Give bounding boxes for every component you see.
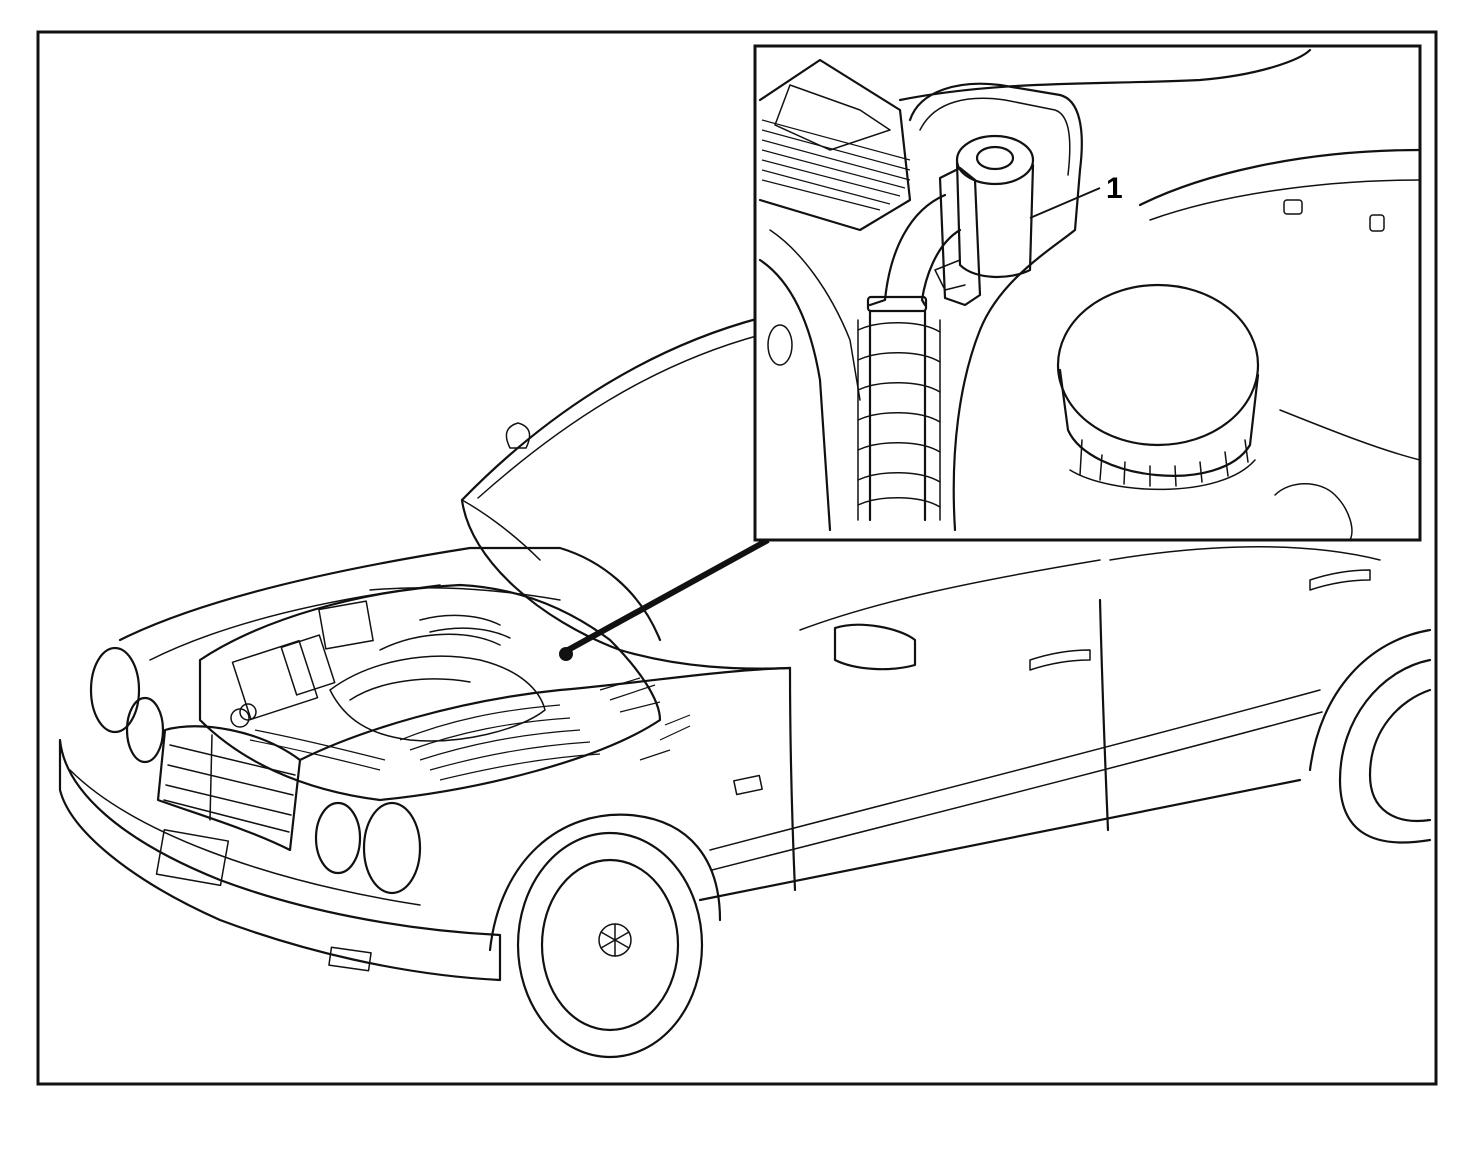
door-handle-rear xyxy=(1309,569,1371,591)
sensor-cable-outer xyxy=(868,193,947,307)
wire-harness xyxy=(419,614,511,639)
headlight-right-outer xyxy=(362,801,422,895)
rear-wheel xyxy=(1308,628,1432,844)
front-wheel-arch xyxy=(488,813,722,952)
reservoir-cap xyxy=(1056,283,1260,491)
rear-wheel-arch xyxy=(1308,628,1432,772)
door-handle-front xyxy=(1029,649,1091,671)
hood-outline xyxy=(118,546,662,642)
front-grille xyxy=(156,708,302,852)
engine-cover xyxy=(349,678,471,701)
corrugated-ribs xyxy=(857,322,941,508)
outer-frame xyxy=(36,30,1438,1086)
leader-dot xyxy=(559,647,573,661)
grille-bar-2 xyxy=(167,764,294,796)
inset-reservoir xyxy=(908,82,1083,532)
inset-ribbed-top xyxy=(774,84,891,151)
front-spokes xyxy=(600,923,630,957)
leader-line xyxy=(566,537,770,653)
engine-detail-lines xyxy=(599,677,691,761)
sensor-top-ring xyxy=(975,145,1015,171)
front-fender xyxy=(298,666,792,762)
window-line-front xyxy=(799,559,1101,631)
fog-light xyxy=(328,946,372,972)
oil-cap xyxy=(239,703,257,721)
inset-body-panel-top xyxy=(898,48,1312,102)
inset-ribs xyxy=(761,119,911,211)
valve-cover xyxy=(379,633,501,651)
hoses-cluster xyxy=(399,704,601,781)
connector-latch xyxy=(934,259,966,291)
fuse-box xyxy=(280,634,336,696)
front-tire xyxy=(516,831,704,1059)
bumper-strip xyxy=(69,769,421,906)
a-pillar xyxy=(461,499,541,561)
headlight-right-inner xyxy=(314,801,362,875)
corrugated-sides xyxy=(857,319,941,521)
sensor-body xyxy=(955,160,1035,279)
detail-inset: 1 xyxy=(753,44,1422,542)
license-plate xyxy=(155,829,230,887)
inset-bracket-lower xyxy=(1279,409,1421,461)
headlight-left-outer xyxy=(89,646,141,734)
side-molding-lower xyxy=(711,711,1323,871)
inset-ribbed-module xyxy=(758,58,912,232)
b-pillar xyxy=(1098,598,1110,832)
front-bumper xyxy=(58,738,502,982)
engine-bay xyxy=(198,583,691,802)
roof-line xyxy=(460,316,762,502)
side-marker-light xyxy=(733,774,763,796)
rear-tire xyxy=(1338,658,1432,844)
inset-body-panel-right-2 xyxy=(1149,179,1421,221)
callout-label-1: 1 xyxy=(1106,172,1123,205)
grille-frame xyxy=(156,725,302,852)
cap-knurl xyxy=(1079,439,1249,487)
inset-knob xyxy=(1274,483,1353,541)
grille-bar-4 xyxy=(163,799,290,833)
windshield-base xyxy=(460,498,792,670)
inset-wall-hole xyxy=(767,324,793,366)
sensor-cable-inner xyxy=(920,228,962,307)
grille-bar-1 xyxy=(169,744,296,776)
battery xyxy=(318,600,374,650)
side-molding xyxy=(709,689,1321,851)
sensor-top xyxy=(955,134,1035,186)
grille-bar-3 xyxy=(165,784,292,816)
cap-bottom xyxy=(1069,459,1256,491)
radiator-hoses xyxy=(249,729,386,771)
hood-edge-front xyxy=(149,584,441,661)
side-mirror xyxy=(833,623,917,671)
wiper-mount xyxy=(505,422,531,449)
connector-housing xyxy=(938,166,982,307)
window-line-rear xyxy=(1109,546,1381,561)
front-wheel xyxy=(488,813,722,1059)
inset-frame xyxy=(753,44,1422,542)
sensor-connector xyxy=(934,134,1035,307)
engine-bay-rim xyxy=(198,583,662,802)
rear-rim xyxy=(1368,688,1432,822)
headlights xyxy=(89,646,422,895)
inset-small-part-a xyxy=(1283,199,1303,215)
cap-side xyxy=(1058,368,1260,477)
grille-mid xyxy=(209,734,213,821)
roof-inner-line xyxy=(477,334,761,499)
callout-line-1 xyxy=(1029,187,1101,219)
front-rim xyxy=(540,858,680,1032)
inset-wall xyxy=(758,258,832,532)
inset-body-panel-right xyxy=(1138,148,1422,207)
firewall-line xyxy=(369,586,561,601)
inset-wall-inner xyxy=(769,229,861,401)
inset-reservoir-inner xyxy=(919,97,1071,176)
intake-manifold xyxy=(329,655,546,742)
cap-top xyxy=(1056,283,1260,447)
front-door-edge xyxy=(788,666,797,892)
air-filter-box xyxy=(231,639,319,721)
hood-star-emblem xyxy=(230,708,250,728)
car-illustration xyxy=(58,316,1432,1059)
headlight-left-inner xyxy=(125,696,165,764)
rocker-panel xyxy=(698,778,1302,902)
inset-small-part-b xyxy=(1369,214,1385,232)
cable-sleeve-ring xyxy=(866,295,928,313)
